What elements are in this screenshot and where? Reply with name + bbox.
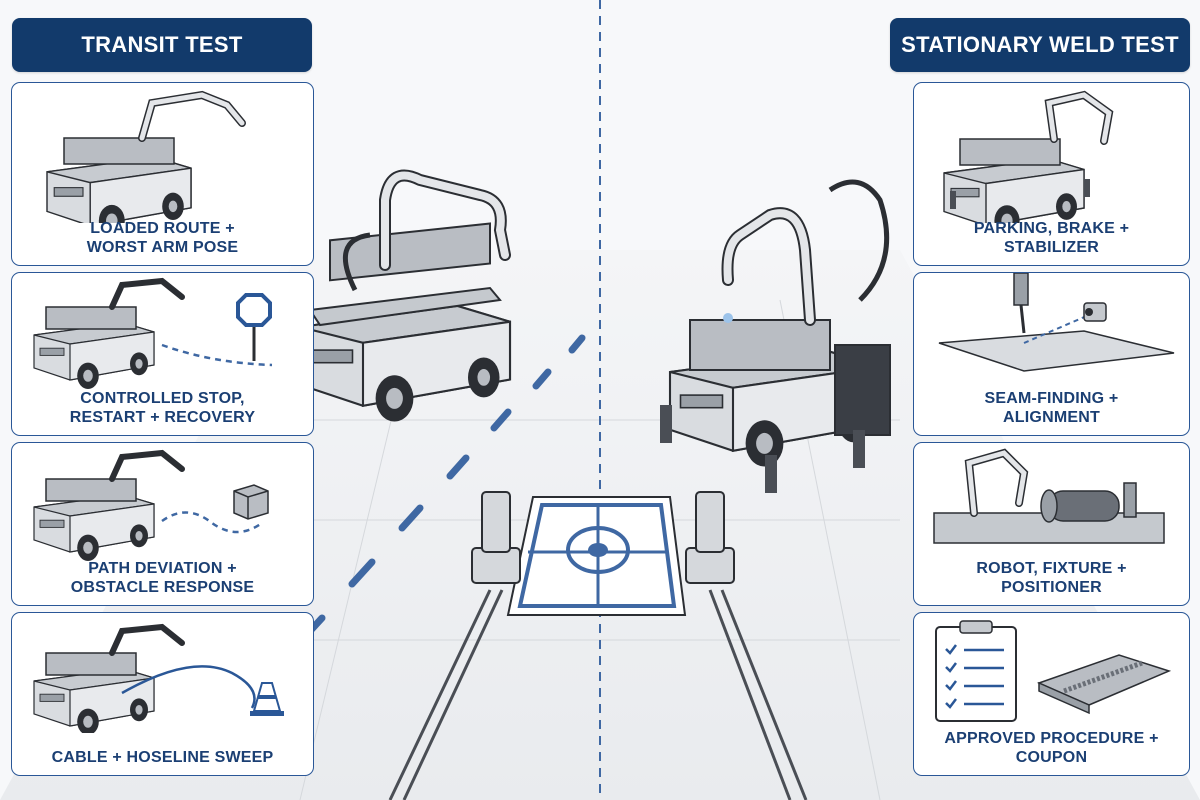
card-caption-line1: ROBOT, FIXTURE + xyxy=(976,560,1127,577)
traffic-cone-icon xyxy=(250,682,284,716)
stationary-weld-robot-illustration xyxy=(660,179,891,493)
mobile-robot-icon xyxy=(33,449,185,562)
card-caption-line1: SEAM-FINDING + xyxy=(984,390,1119,407)
transit-test-header: TRANSIT TEST xyxy=(12,18,312,72)
card-path-deviation: PATH DEVIATION + OBSTACLE RESPONSE xyxy=(11,442,314,606)
stationary-weld-test-header: STATIONARY WELD TEST xyxy=(890,18,1190,72)
card-cable-sweep: CABLE + HOSELINE SWEEP xyxy=(11,612,314,776)
card-caption-line1: APPROVED PROCEDURE + xyxy=(944,730,1159,747)
card-caption-line2: OBSTACLE RESPONSE xyxy=(70,579,255,596)
card-caption-line2: COUPON xyxy=(1015,749,1088,766)
card-caption-line2: RESTART + RECOVERY xyxy=(69,409,256,426)
stop-sign-icon xyxy=(236,293,272,361)
card-robot-fixture: ROBOT, FIXTURE + POSITIONER xyxy=(913,442,1190,606)
card-caption-line1: PARKING, BRAKE + xyxy=(973,220,1130,237)
card-caption-line1: CONTROLLED STOP, xyxy=(80,390,245,407)
weld-coupon-icon xyxy=(1036,654,1172,715)
card-seam-finding: SEAM-FINDING + ALIGNMENT xyxy=(913,272,1190,436)
card-caption-line2: WORST ARM POSE xyxy=(86,239,239,256)
transit-robot-illustration xyxy=(298,169,512,423)
card-caption-line1: CABLE + HOSELINE SWEEP xyxy=(51,749,274,766)
mobile-robot-icon xyxy=(46,90,246,223)
positioner-icon xyxy=(1040,482,1137,523)
card-loaded-route: LOADED ROUTE + WORST ARM POSE xyxy=(11,82,314,266)
card-caption-line2: POSITIONER xyxy=(1001,579,1102,596)
mobile-robot-icon xyxy=(33,277,185,390)
docking-target-icon xyxy=(506,496,687,616)
card-controlled-stop: CONTROLLED STOP, RESTART + RECOVERY xyxy=(11,272,314,436)
mobile-robot-icon xyxy=(33,623,185,733)
card-caption-line1: PATH DEVIATION + xyxy=(88,560,237,577)
mobile-robot-icon xyxy=(943,90,1114,223)
card-caption-line2: STABILIZER xyxy=(1003,239,1100,256)
card-caption-line2: ALIGNMENT xyxy=(1003,409,1100,426)
card-caption-line1: LOADED ROUTE + xyxy=(90,220,235,237)
card-parking-brake: PARKING, BRAKE + STABILIZER xyxy=(913,82,1190,266)
obstacle-box-icon xyxy=(233,484,269,520)
camera-sensor-icon xyxy=(1083,302,1107,322)
card-approved-procedure: APPROVED PROCEDURE + COUPON xyxy=(913,612,1190,776)
welding-torch-icon xyxy=(1013,273,1029,334)
clipboard-icon xyxy=(935,620,1017,722)
